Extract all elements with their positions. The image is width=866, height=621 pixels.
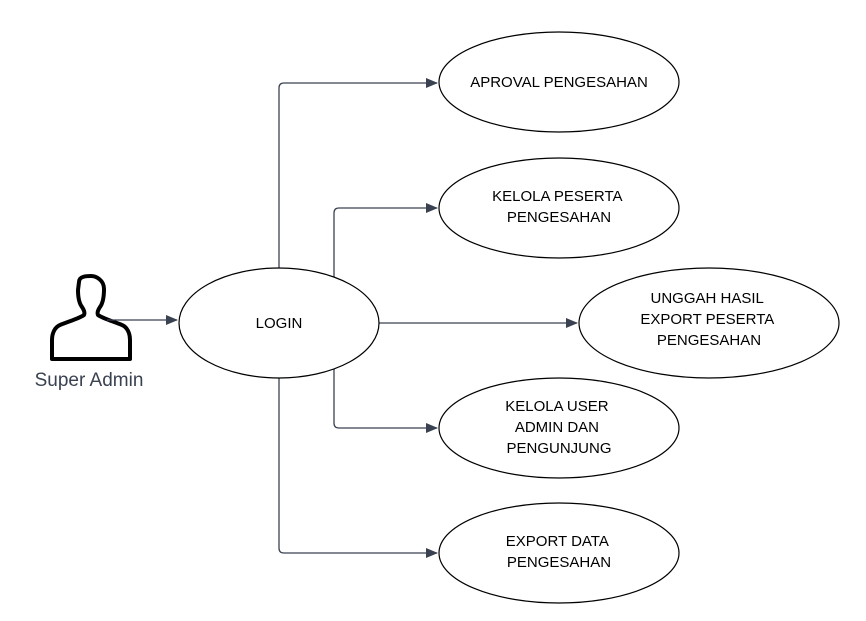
use-case-aproval-label: APROVAL PENGESAHAN bbox=[470, 74, 648, 91]
use-case-unggah-hasil-line-1: UNGGAH HASIL bbox=[651, 290, 764, 307]
use-case-kelola-user: KELOLA USER ADMIN DAN PENGUNJUNG bbox=[438, 377, 680, 479]
use-case-unggah-hasil-line-2: EXPORT PESERTA bbox=[640, 311, 774, 328]
login-to-kelola-peserta-arrow bbox=[333, 203, 438, 278]
use-case-export-data: EXPORT DATA PENGESAHAN bbox=[438, 502, 680, 604]
use-case-aproval: APROVAL PENGESAHAN bbox=[438, 31, 680, 133]
use-case-kelola-peserta-label: KELOLA PESERTA PENGESAHAN bbox=[492, 188, 626, 226]
use-case-unggah-hasil-line-3: PENGESAHAN bbox=[657, 332, 761, 349]
use-case-kelola-user-label: KELOLA USER ADMIN DAN PENGUNJUNG bbox=[505, 398, 613, 457]
use-case-kelola-peserta: KELOLA PESERTA PENGESAHAN bbox=[438, 157, 680, 259]
login-to-kelola-user-arrow bbox=[333, 368, 438, 433]
login-to-aproval-arrow bbox=[278, 78, 438, 268]
use-case-export-data-line-1: EXPORT DATA bbox=[506, 533, 609, 550]
use-case-unggah-hasil-label: UNGGAH HASIL EXPORT PESERTA PENGESAHAN bbox=[640, 290, 777, 349]
actor-label: Super Admin bbox=[35, 370, 144, 391]
use-case-unggah-hasil: UNGGAH HASIL EXPORT PESERTA PENGESAHAN bbox=[578, 267, 840, 379]
login-use-case: LOGIN bbox=[178, 267, 380, 379]
person-silhouette-icon bbox=[50, 274, 132, 361]
use-case-kelola-user-line-2: ADMIN DAN bbox=[515, 419, 599, 436]
use-case-aproval-line-1: APROVAL PENGESAHAN bbox=[470, 74, 648, 91]
use-case-kelola-peserta-line-2: PENGESAHAN bbox=[507, 209, 611, 226]
login-label: LOGIN bbox=[256, 315, 303, 332]
use-case-kelola-user-line-3: PENGUNJUNG bbox=[506, 440, 611, 457]
connectors bbox=[107, 78, 578, 558]
use-case-kelola-peserta-line-1: KELOLA PESERTA bbox=[492, 188, 622, 205]
use-case-export-data-line-2: PENGESAHAN bbox=[507, 554, 611, 571]
login-to-export-data-arrow bbox=[278, 378, 438, 558]
use-case-kelola-user-line-1: KELOLA USER bbox=[505, 398, 609, 415]
actor: Super Admin bbox=[35, 274, 144, 391]
use-case-export-data-label: EXPORT DATA PENGESAHAN bbox=[506, 533, 612, 571]
